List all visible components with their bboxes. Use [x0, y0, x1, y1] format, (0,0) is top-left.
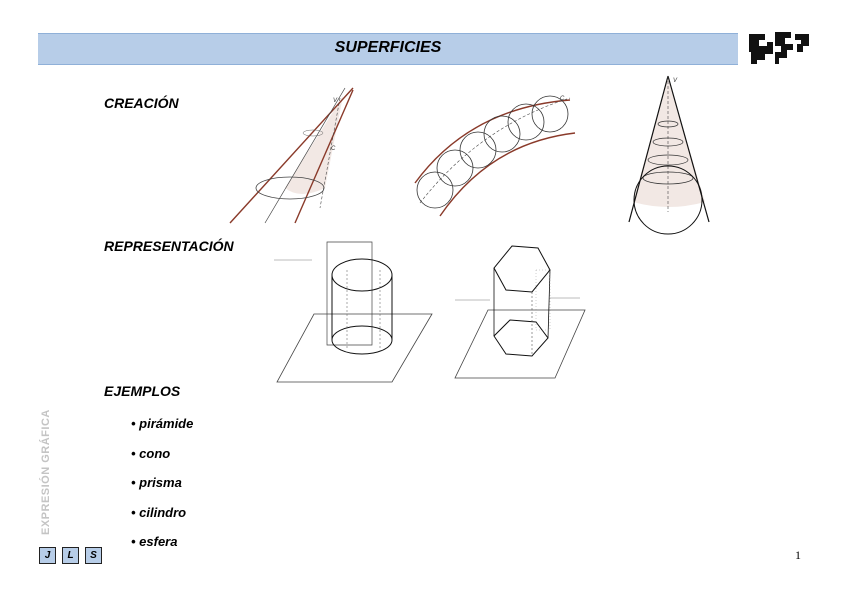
- cone-generatrix-label: C: [331, 146, 336, 152]
- title-bar: SUPERFICIES: [38, 33, 738, 65]
- tube-curve-label: C: [560, 96, 565, 102]
- list-item: • pirámide: [131, 416, 194, 431]
- heading-creacion: CREACIÓN: [104, 95, 179, 111]
- heading-representacion: REPRESENTACIÓN: [104, 238, 234, 254]
- sphere-cone-vertex-label: V: [673, 78, 678, 84]
- list-item: • esfera: [131, 534, 178, 549]
- page-title: SUPERFICIES: [334, 39, 442, 56]
- tube-surface-figure: C: [414, 95, 576, 217]
- list-item: • cilindro: [131, 504, 187, 520]
- sphere-cone-figure: V: [628, 75, 710, 235]
- page-number: 1: [795, 548, 801, 562]
- side-label: EXPRESIÓN GRÁFICA: [40, 409, 52, 535]
- list-item: • cono: [131, 445, 171, 461]
- prism-projection-figure: [454, 245, 586, 379]
- badge-s: S: [85, 547, 102, 564]
- author-badges: J L S: [39, 547, 102, 564]
- list-item: • prisma: [131, 475, 182, 490]
- cone-generation-figure: V C: [229, 87, 354, 224]
- cylinder-projection-figure: [274, 241, 433, 383]
- university-logo-icon: [749, 32, 809, 64]
- badge-l: L: [62, 547, 79, 564]
- badge-j: J: [39, 547, 56, 564]
- examples-list: • pirámide • cono • prisma • cilindro • …: [131, 409, 193, 557]
- heading-ejemplos: EJEMPLOS: [104, 383, 181, 399]
- cone-vertex-label: V: [333, 98, 338, 104]
